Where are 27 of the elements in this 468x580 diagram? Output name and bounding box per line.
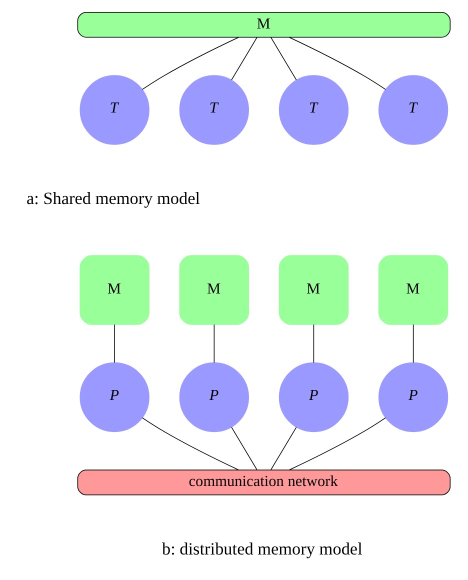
connector xyxy=(230,426,257,470)
node-box: communication network xyxy=(76,470,450,496)
connector xyxy=(141,36,238,90)
node-box: M xyxy=(278,255,348,325)
connector xyxy=(270,36,296,80)
connector xyxy=(141,417,238,470)
node-circle: T xyxy=(178,75,248,145)
connector xyxy=(213,324,214,363)
connector xyxy=(230,36,257,80)
node-box: M xyxy=(378,255,448,325)
node-circle: P xyxy=(178,362,248,432)
node-circle: P xyxy=(79,362,149,432)
node-box: M xyxy=(76,12,450,38)
connector xyxy=(412,324,414,363)
node-circle: T xyxy=(378,75,448,145)
connector xyxy=(312,324,314,363)
connector xyxy=(288,36,386,90)
node-circle: P xyxy=(378,362,448,432)
node-circle: P xyxy=(278,362,348,432)
connector xyxy=(270,426,296,470)
node-circle: T xyxy=(278,75,348,145)
connector xyxy=(288,417,386,470)
node-box: M xyxy=(178,255,248,325)
label: a: Shared memory model xyxy=(26,189,200,208)
label: b: distributed memory model xyxy=(161,540,362,559)
node-box: M xyxy=(79,255,149,325)
node-circle: T xyxy=(79,75,149,145)
